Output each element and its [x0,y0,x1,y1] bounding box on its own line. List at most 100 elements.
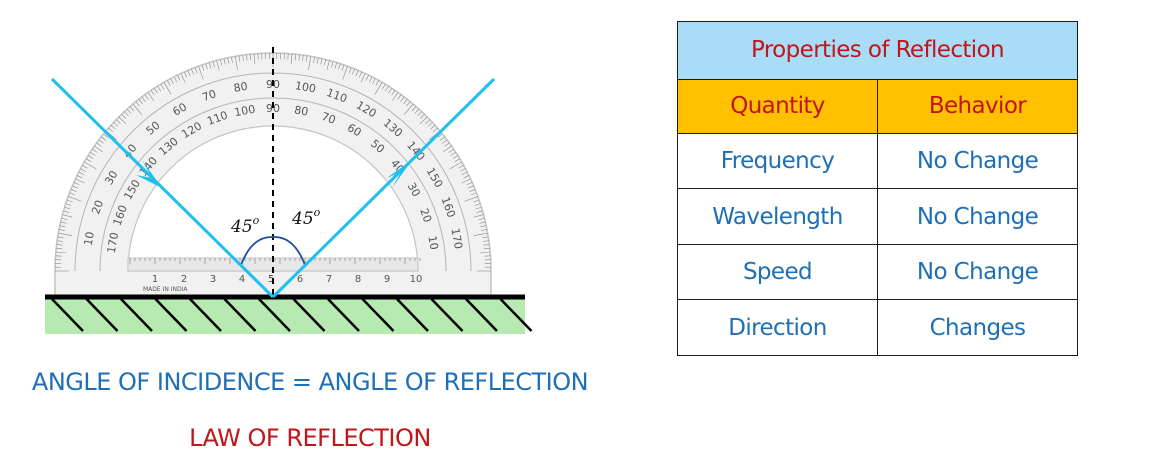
protractor-tick [341,64,345,71]
protractor-tick [374,82,383,95]
protractor-tick [110,124,116,130]
protractor-tick [360,73,366,83]
protractor-tick [480,251,491,254]
protractor-tick [463,175,470,179]
protractor-number: 70 [200,87,218,104]
protractor-tick [470,192,477,196]
protractor-number: 10 [425,235,440,251]
protractor-tick [154,88,158,94]
protractor-tick [482,236,489,239]
protractor-tick [180,73,186,83]
protractor-tick [242,55,244,62]
protractor-tick [98,139,104,144]
ruler-number: 7 [326,274,332,285]
protractor-number: 30 [405,180,423,199]
protractor-tick [432,127,438,133]
protractor-tick [298,54,300,61]
protractor-tick [483,244,490,246]
protractor-number: 30 [102,168,120,187]
protractor-tick [57,236,64,239]
protractor-tick [419,116,428,125]
protractor-tick [150,90,155,96]
behavior-cell: Changes [877,299,1078,356]
protractor-tick [73,182,80,186]
protractor-number: 70 [320,110,338,127]
table-header-row: Quantity Behavior [677,78,1078,135]
ruler-number: 10 [410,274,423,285]
protractor-tick [400,96,405,102]
protractor-tick [368,76,373,83]
protractor-tick [481,229,488,231]
protractor-tick [381,83,386,90]
protractor-tick [355,70,359,76]
protractor-tick [72,185,78,189]
protractor-tick [157,85,161,92]
protractor-tick [144,94,149,100]
protractor-tick [184,71,188,78]
reflection-angle-arc [272,236,306,266]
protractor-tick [103,133,109,138]
protractor-tick [385,85,389,92]
protractor-tick [68,196,82,202]
protractor-tick [90,152,96,156]
behavior-cell: No Change [877,132,1078,190]
ruler-number: 6 [297,274,303,285]
quantity-cell: Wavelength [677,188,878,245]
reflected-ray-arrow-icon [387,160,412,188]
protractor-tick [75,178,85,184]
protractor-tick [118,116,127,125]
protractor-tick [475,206,482,210]
protractor-tick [126,108,132,114]
protractor-tick [58,229,65,231]
protractor-tick [403,99,408,105]
surface-hatch [154,298,188,332]
protractor-tick [476,210,483,213]
protractor-tick [249,54,252,61]
protractor-tick [430,124,436,130]
protractor-tick [450,152,456,156]
protractor-tick [454,158,461,163]
protractor-tick [135,101,140,107]
surface-hatch [361,298,395,332]
protractor-tick [223,58,226,65]
protractor-tick [160,83,165,90]
protractor-tick [417,111,422,117]
protractor: 1020304050607080901001101201301401501601… [54,52,492,297]
surface-hatching [51,298,533,332]
protractor-tick [170,78,174,84]
protractor-tick [238,55,241,62]
protractor-tick [138,99,143,105]
protractor-tick [302,55,304,62]
protractor-tick [473,214,484,218]
protractor-tick [78,171,85,176]
reflection-diagram: 1020304050607080901001101201301401501601… [45,47,533,334]
surface-hatch [189,298,222,332]
protractor-tick [375,80,379,86]
surface-hatch [85,298,119,332]
ruler-number: 8 [355,274,361,285]
protractor-tick [420,113,425,119]
ruler-number: 5 [268,274,274,285]
protractor-tick [187,70,191,76]
protractor-number: 20 [417,207,434,225]
protractor-tick [61,217,68,221]
protractor-tick [70,189,77,192]
protractor-tick [478,217,485,221]
ruler-ticks [129,258,421,264]
protractor-tick [94,145,103,152]
protractor-tick [391,90,396,96]
protractor-tick [466,182,473,186]
surface-hatch [499,298,533,332]
protractor-tick [458,165,464,169]
protractor-number: 90 [266,102,280,115]
incidence-angle-arc [240,236,274,266]
incidence-angle-label: 45o [230,214,260,237]
protractor-tick [92,148,98,153]
surface-hatch [258,298,291,332]
protractor-tick [58,232,73,236]
protractor-tick [201,64,205,71]
protractor-tick [427,122,433,127]
protractor-tick [452,155,459,159]
protractor-tick [208,62,212,69]
